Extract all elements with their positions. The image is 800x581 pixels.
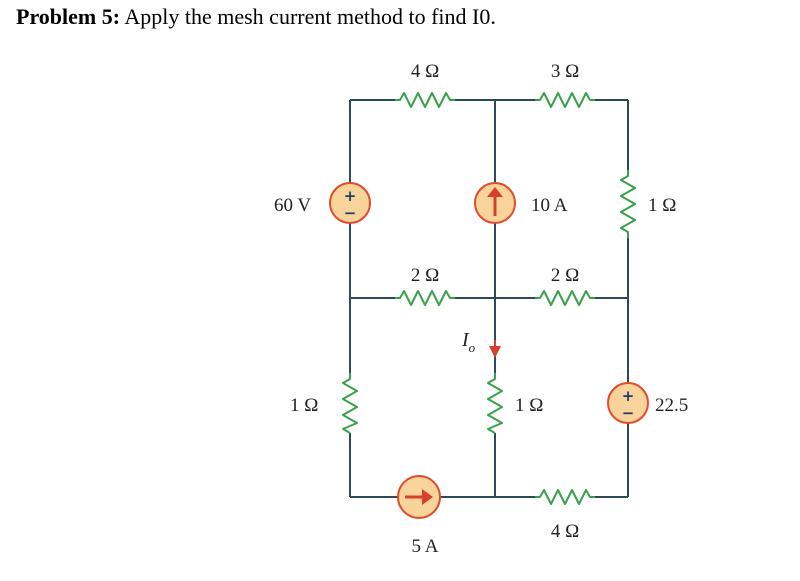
wires — [349, 99, 629, 498]
label-v-source-left: 60 V — [274, 195, 311, 216]
label-r-mid-right: 2 Ω — [551, 265, 579, 286]
resistor-top-left — [395, 92, 455, 108]
problem-label: Problem 5: — [16, 4, 121, 29]
label-r-right-upper: 1 Ω — [648, 195, 676, 216]
resistor-right-upper — [620, 170, 636, 238]
label-r-left-lower: 1 Ω — [290, 395, 318, 416]
voltage-source-right: + − — [607, 382, 649, 424]
plus-icon: + — [344, 187, 357, 205]
label-i-source-bottom: 5 A — [412, 536, 439, 557]
label-v-source-right: 22.5 — [655, 395, 688, 416]
label-current-io-main: I — [461, 329, 470, 351]
label-r-bottom-right: 4 Ω — [551, 521, 579, 542]
resistor-center-lower — [487, 373, 503, 434]
resistor-left-lower — [342, 373, 358, 434]
resistor-mid-left — [395, 290, 455, 306]
label-i-source-center: 10 A — [531, 195, 568, 216]
current-source-bottom — [397, 475, 441, 519]
problem-text: Apply the mesh current method to find I0… — [120, 4, 496, 29]
voltage-source-left: + − — [329, 182, 371, 224]
label-r-top-left: 4 Ω — [411, 61, 439, 82]
resistors — [342, 92, 636, 505]
resistor-bottom-right — [535, 489, 595, 505]
label-current-io-sub: o — [469, 340, 476, 355]
current-source-center — [474, 182, 516, 224]
label-r-mid-left: 2 Ω — [411, 265, 439, 286]
label-r-center-lower: 1 Ω — [515, 395, 543, 416]
minus-icon: − — [344, 204, 357, 222]
resistor-mid-right — [535, 290, 595, 306]
label-current-io: Io — [461, 329, 476, 355]
problem-statement: Problem 5: Apply the mesh current method… — [16, 4, 496, 30]
minus-icon: − — [622, 404, 635, 422]
plus-icon: + — [622, 387, 635, 405]
label-r-top-right: 3 Ω — [551, 61, 579, 82]
resistor-top-right — [535, 92, 595, 108]
